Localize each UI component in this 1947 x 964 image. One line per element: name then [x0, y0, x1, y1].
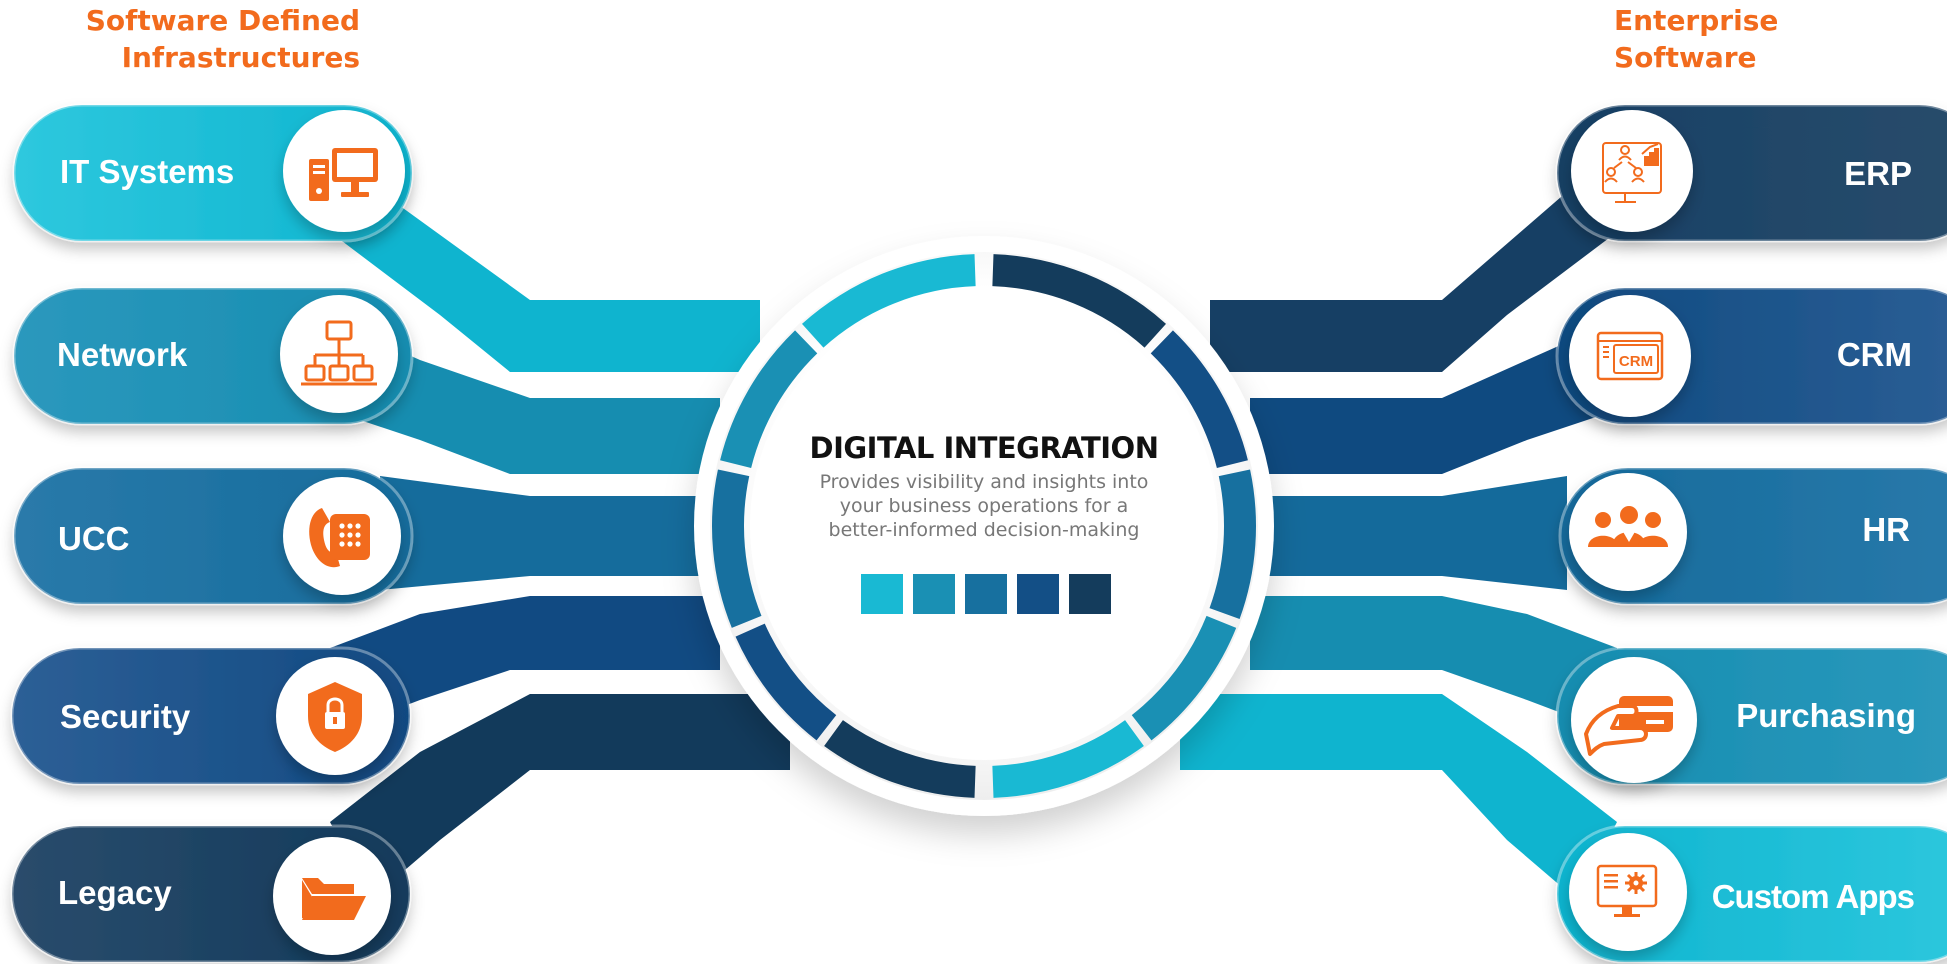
center-square [965, 574, 1007, 614]
right-icon-discs [1569, 110, 1697, 951]
right-group-title: Enterprise Software [1614, 2, 1944, 76]
connector-hr [1260, 476, 1567, 590]
segmented-ring [712, 254, 1256, 798]
connector-legacy [330, 694, 790, 900]
pill-label-crm: CRM [1836, 336, 1912, 373]
connector-erp [1210, 150, 1617, 372]
pill-label-it-systems: IT Systems [60, 153, 235, 190]
right-connectors [1180, 150, 1617, 900]
connector-custom-apps [1180, 694, 1617, 900]
center-square [913, 574, 955, 614]
lock-shield-icon [308, 682, 362, 752]
erp-network-icon [1602, 142, 1662, 203]
connector-purchasing [1250, 596, 1617, 734]
ring-segment [1150, 330, 1248, 468]
ring-segment [1131, 615, 1237, 741]
ring-segment [824, 720, 976, 798]
left-title-line-1: Software Defined [85, 4, 360, 37]
center-square [1017, 574, 1059, 614]
pill-label-legacy: Legacy [58, 874, 172, 911]
ring-segment [801, 254, 976, 348]
connector-ucc [380, 476, 710, 590]
left-title-line-2: Infrastructures [121, 41, 360, 74]
right-title-line-1: Enterprise [1614, 4, 1779, 37]
connector-security [330, 596, 720, 734]
crm-window-icon: CRM [1596, 331, 1664, 381]
ring-segment [992, 720, 1144, 798]
center-color-squares [861, 574, 1111, 614]
network-topology-icon [301, 320, 377, 386]
people-group-icon [1588, 506, 1668, 547]
ring-segment [712, 469, 762, 628]
ring-segment [992, 254, 1167, 348]
pill-label-hr: HR [1862, 511, 1910, 548]
desk-phone-icon [309, 508, 370, 568]
pill-label-custom-apps: Custom Apps [1711, 878, 1915, 915]
right-title-line-2: Software [1614, 41, 1757, 74]
left-connectors [330, 150, 790, 900]
desktop-computer-icon [309, 148, 378, 201]
left-group-title: Software Defined Infrastructures [40, 2, 360, 76]
app-settings-monitor-icon [1596, 864, 1658, 917]
pill-label-purchasing: Purchasing [1736, 697, 1916, 734]
center-title: DIGITAL INTEGRATION [809, 431, 1159, 465]
pill-label-network: Network [57, 336, 188, 373]
center-square [861, 574, 903, 614]
crm-icon-text: CRM [1619, 353, 1653, 370]
connector-crm [1250, 320, 1617, 474]
pill-label-security: Security [60, 698, 191, 735]
ring-segment [735, 623, 837, 741]
pill-label-erp: ERP [1844, 155, 1912, 192]
center-description-line-1: Provides visibility and insights into [819, 471, 1149, 493]
open-folder-icon [302, 878, 366, 920]
ring-segment [720, 330, 818, 468]
center-description-line-2: your business operations for a [839, 495, 1129, 517]
connector-network [330, 320, 720, 474]
ring-segment [1209, 469, 1256, 620]
center-hub [694, 236, 1274, 816]
center-description: Provides visibility and insights into yo… [802, 470, 1166, 542]
card-payment-icon [1584, 696, 1673, 756]
pill-label-ucc: UCC [58, 520, 130, 557]
center-description-line-3: better-informed decision-making [828, 519, 1140, 541]
connector-it-systems [330, 150, 760, 372]
center-square [1069, 574, 1111, 614]
